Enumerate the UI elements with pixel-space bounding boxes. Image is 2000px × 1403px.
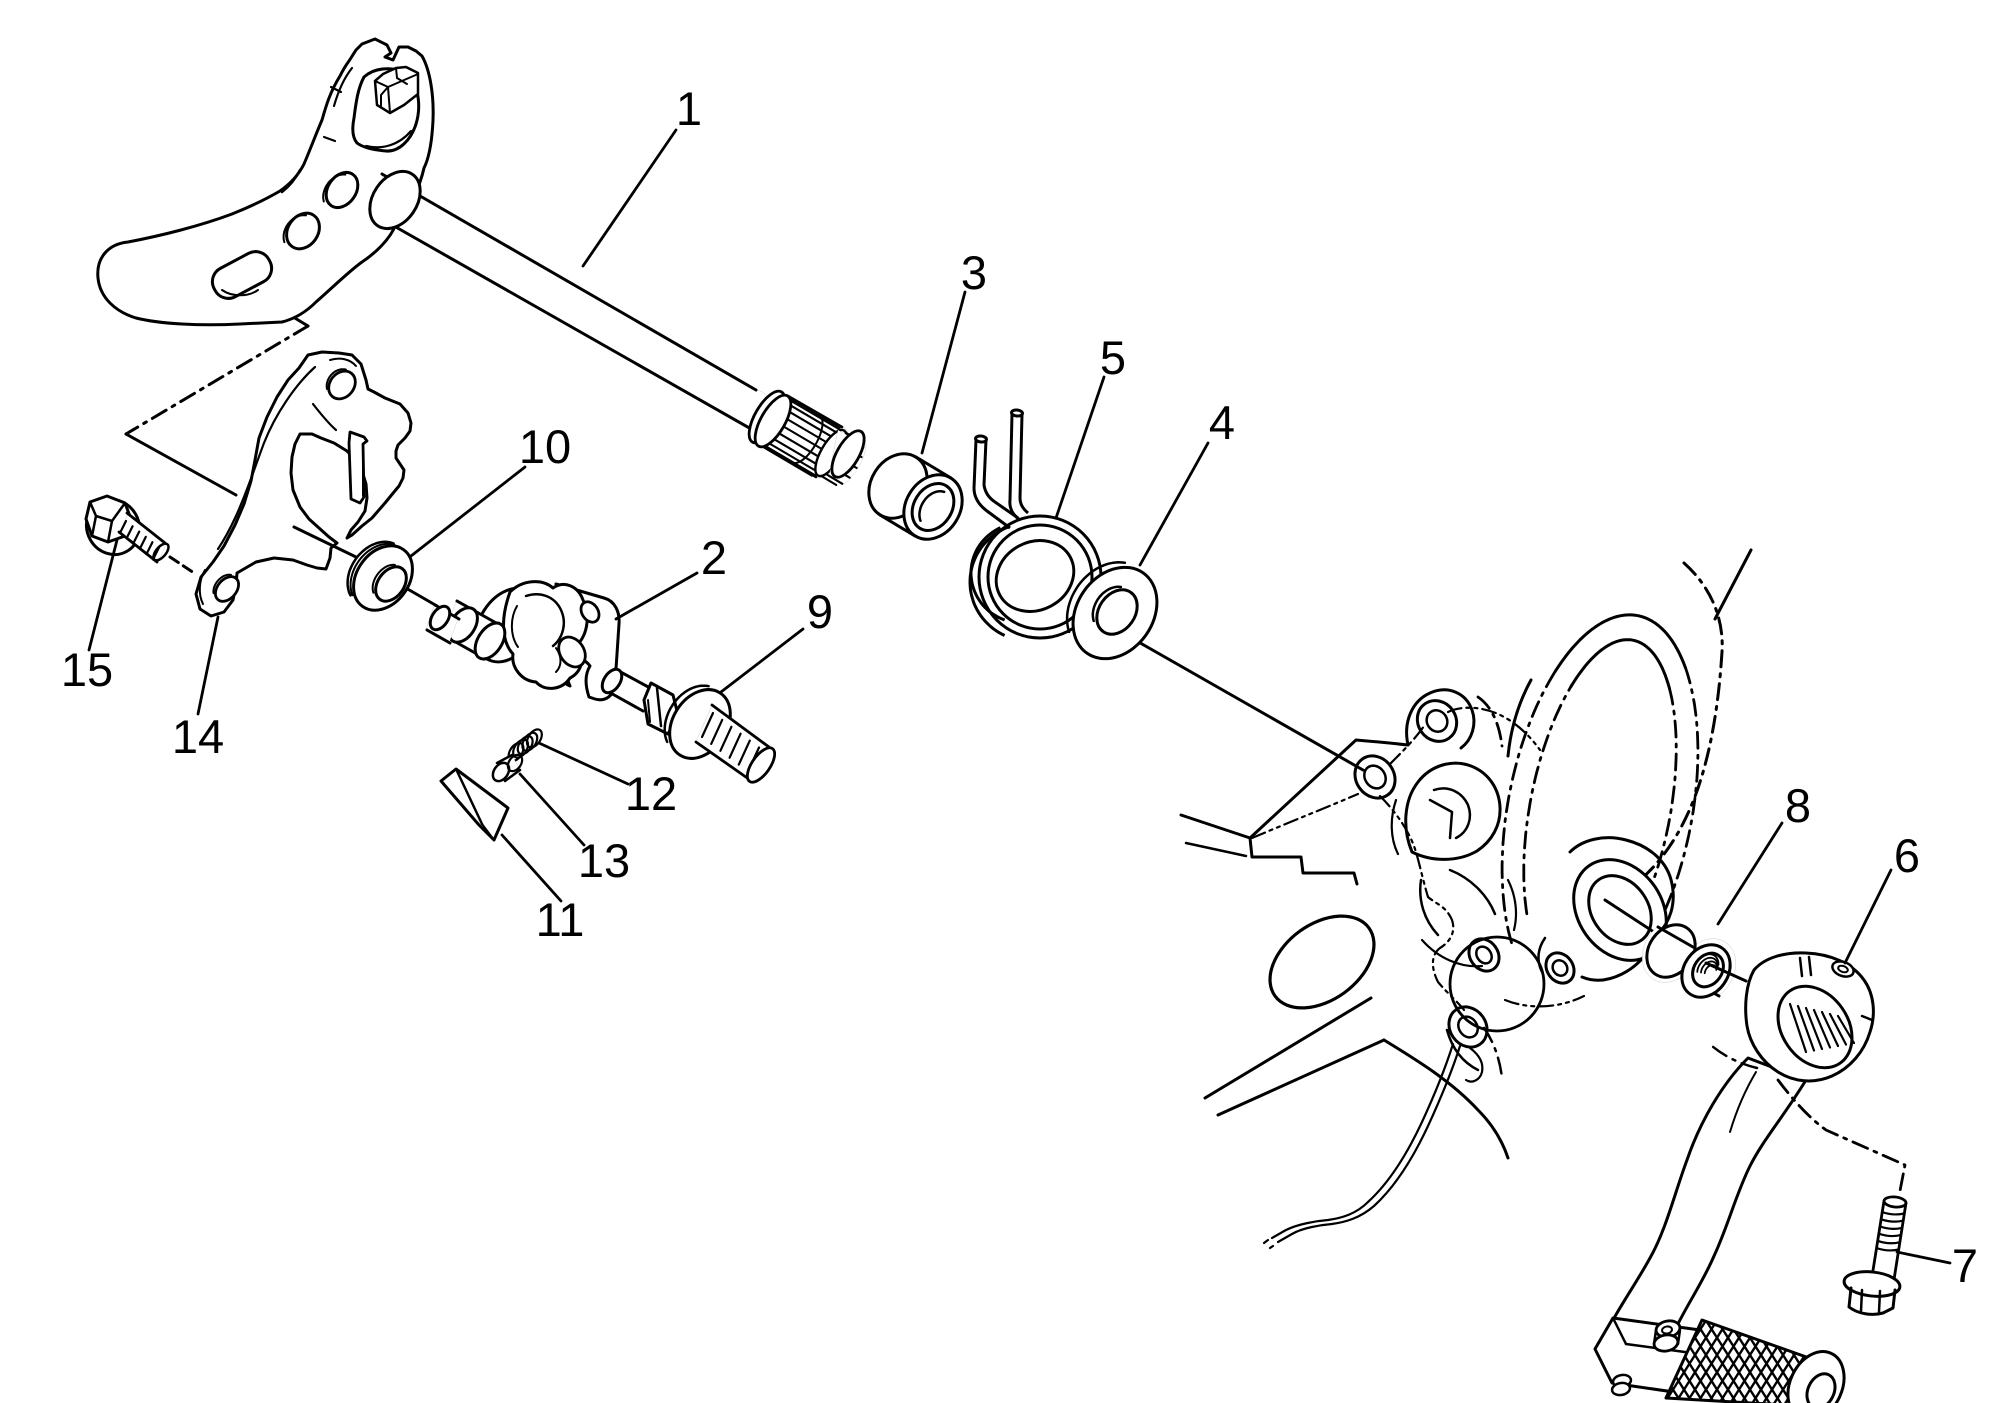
svg-text:1: 1 <box>676 82 702 135</box>
svg-text:15: 15 <box>61 643 113 696</box>
svg-text:5: 5 <box>1100 331 1126 384</box>
svg-text:13: 13 <box>578 834 630 887</box>
svg-text:14: 14 <box>172 710 224 763</box>
svg-text:3: 3 <box>961 246 987 299</box>
svg-text:2: 2 <box>701 531 727 584</box>
svg-text:9: 9 <box>807 585 833 638</box>
svg-text:8: 8 <box>1785 779 1811 832</box>
svg-text:4: 4 <box>1209 396 1235 449</box>
svg-text:10: 10 <box>519 420 571 473</box>
svg-text:7: 7 <box>1952 1239 1978 1292</box>
svg-text:12: 12 <box>625 767 677 820</box>
svg-text:11: 11 <box>536 893 585 946</box>
svg-text:6: 6 <box>1894 829 1920 882</box>
